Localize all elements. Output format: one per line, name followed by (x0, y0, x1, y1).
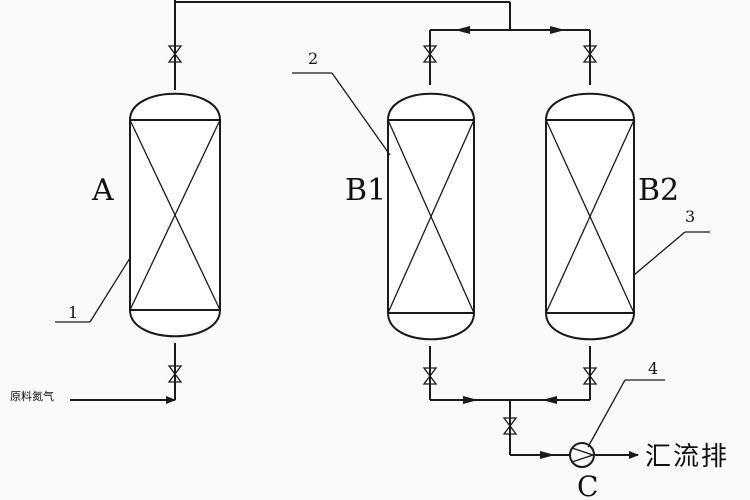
valve-bottom-b2 (582, 367, 598, 385)
flow-arrow (550, 26, 565, 34)
valve-bottom-b1 (422, 367, 438, 385)
valve-bottom-a (167, 365, 183, 383)
callout-2: 2 (308, 49, 318, 68)
vessel-a-label: A (91, 173, 114, 208)
valve-top-a (167, 45, 183, 63)
valve-outlet (502, 417, 518, 435)
flow-arrow (542, 396, 557, 404)
feed-label: 原料氮气 (10, 389, 54, 403)
vessel-a (129, 85, 221, 338)
outlet-piping (422, 346, 639, 459)
callout-3: 3 (685, 207, 695, 226)
top-piping (174, 0, 591, 85)
valve-top-b2 (582, 45, 598, 63)
vessel-b1 (387, 92, 475, 341)
flow-arrow (540, 451, 555, 459)
callout-1: 1 (68, 303, 78, 322)
vessel-b2 (545, 92, 635, 341)
pump-c (569, 442, 595, 468)
flow-arrow (455, 26, 470, 34)
valve-top-b1 (422, 45, 438, 63)
pump-label: C (577, 470, 598, 500)
leader-lines (55, 72, 710, 448)
outlet-label: 汇流排 (645, 442, 729, 472)
flow-arrow (463, 396, 478, 404)
feed-piping (70, 343, 183, 404)
vessel-b2-label: B2 (638, 173, 679, 208)
callout-4: 4 (648, 359, 658, 378)
vessel-b1-label: B1 (345, 173, 386, 208)
